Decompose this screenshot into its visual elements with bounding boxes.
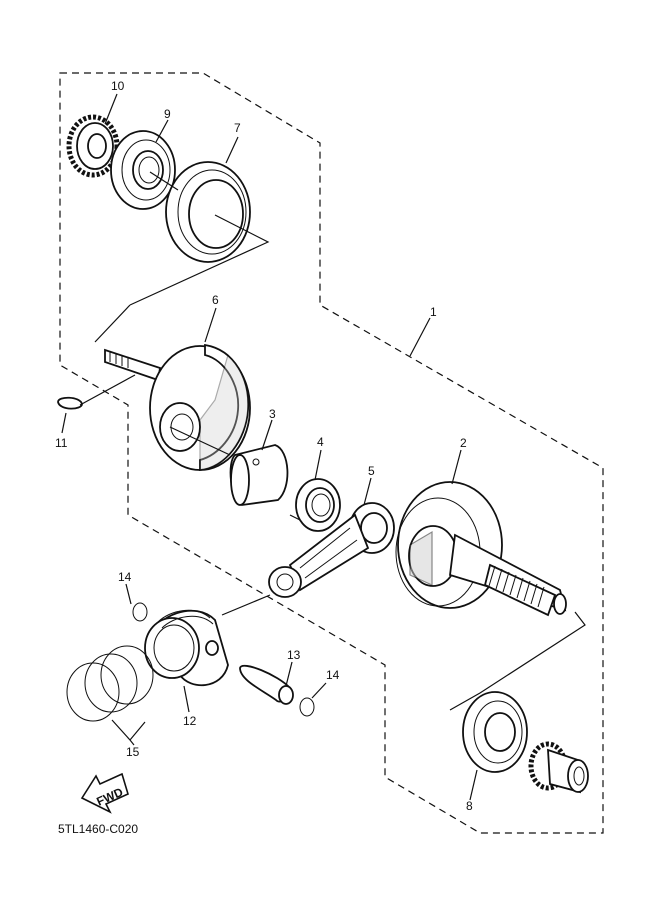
circlip-part-14-lower <box>299 697 315 717</box>
drive-gear-assembly <box>528 741 589 794</box>
circlip-part-14-upper <box>132 602 148 622</box>
piston-pin-part-13 <box>239 664 294 705</box>
callout-14-lower: 14 <box>326 668 340 682</box>
callout-7: 7 <box>234 121 241 135</box>
callout-8: 8 <box>466 799 473 813</box>
callout-5: 5 <box>368 464 375 478</box>
leader-lines <box>61 93 586 801</box>
fwd-arrow-icon: FWD <box>80 772 129 814</box>
crankshaft-right-part-2 <box>395 481 567 617</box>
oil-seal-part-7 <box>165 161 251 263</box>
callout-9: 9 <box>164 107 171 121</box>
callout-3: 3 <box>269 407 276 421</box>
diagram-code: 5TL1460-C020 <box>58 822 138 836</box>
callout-1: 1 <box>430 305 437 319</box>
callout-13: 13 <box>287 648 301 662</box>
bearing-part-9 <box>110 130 176 210</box>
callout-2: 2 <box>460 436 467 450</box>
callout-15: 15 <box>126 745 140 759</box>
piston-rings-part-15 <box>66 645 154 722</box>
crank-pin-part-3 <box>229 444 289 506</box>
callout-11: 11 <box>55 436 68 450</box>
callout-10: 10 <box>111 79 125 93</box>
callout-12: 12 <box>183 714 197 728</box>
piston-part-12 <box>144 609 229 687</box>
bearing-part-8 <box>462 691 528 773</box>
needle-bearing-part-4 <box>295 478 341 532</box>
callout-14-upper: 14 <box>118 570 132 584</box>
callout-6: 6 <box>212 293 219 307</box>
gear-part-10 <box>66 114 120 178</box>
key-part-11 <box>57 396 83 410</box>
callout-4: 4 <box>317 435 324 449</box>
connecting-rod-part-5 <box>268 502 395 598</box>
assembly-boundary <box>59 72 604 834</box>
crankshaft-left-part-6 <box>104 343 251 471</box>
